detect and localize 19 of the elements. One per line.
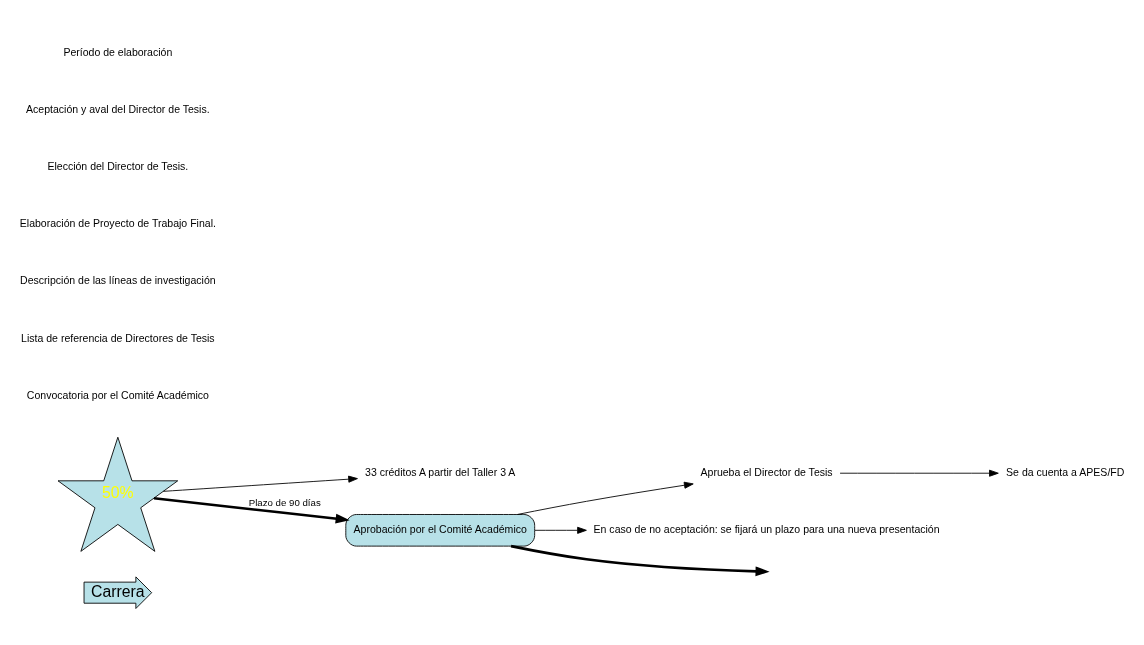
label: Elaboración de Proyecto de Trabajo Final.	[19, 216, 216, 229]
node-text: 33 créditos A partir del Taller 3 A	[365, 465, 516, 478]
arrow	[510, 544, 770, 576]
arrow	[839, 469, 999, 477]
label: Elección del Director de Tesis.	[47, 159, 189, 172]
label: Convocatoria por el Comité Académico	[26, 388, 209, 401]
edge-label: Plazo de 90 días	[248, 496, 321, 508]
arrow	[162, 475, 358, 492]
label: Descripción de las líneas de investigación	[20, 273, 216, 286]
node-box: Aprobación por el Comité Académico	[345, 513, 536, 547]
node-text: En caso de no aceptación: se fijará un plazo para una nueva presentación	[593, 522, 940, 535]
arrow	[534, 526, 587, 534]
node-text: Aprueba el Director de Tesis	[700, 465, 833, 478]
arrow	[153, 496, 350, 524]
label: Lista de referencia de Directores de Tesis	[21, 331, 215, 344]
arrow	[517, 481, 694, 515]
label: Período de elaboración	[63, 45, 173, 58]
label: Aceptación y aval del Director de Tesis.	[26, 102, 210, 115]
node-text: Se da cuenta a APES/FD	[1006, 465, 1125, 478]
